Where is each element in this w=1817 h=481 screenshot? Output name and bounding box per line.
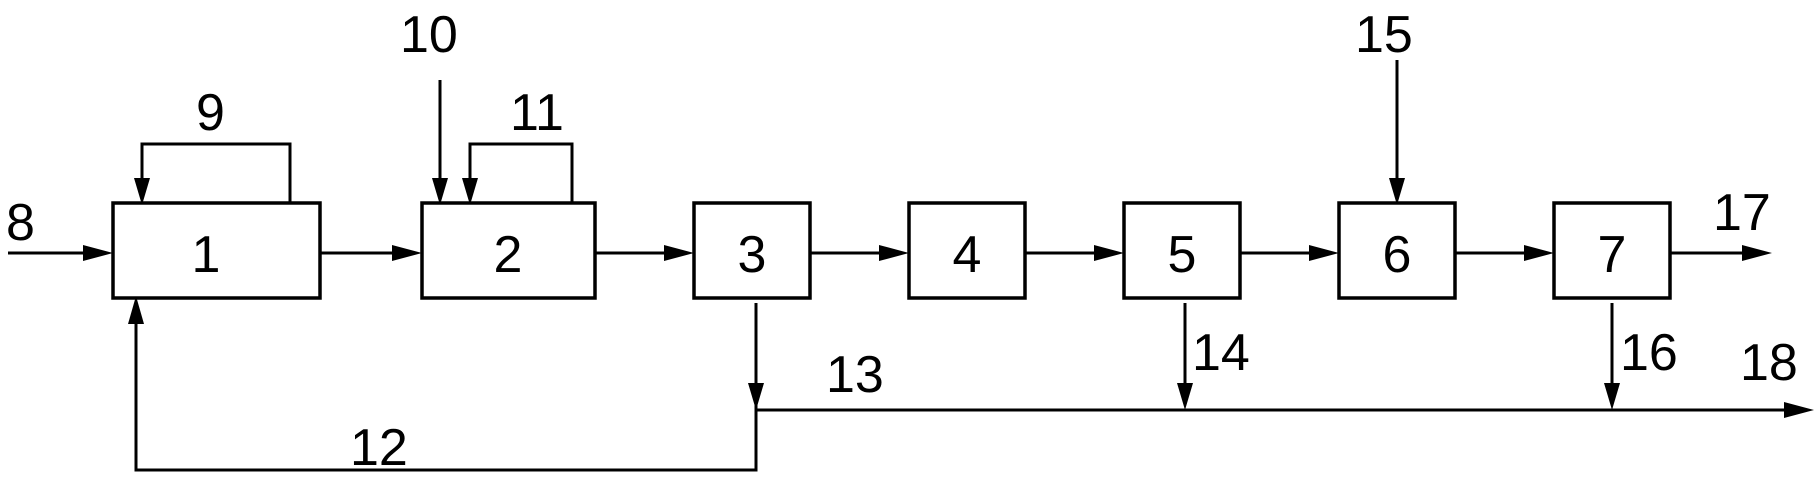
block-3-label: 3	[738, 226, 767, 284]
block-3	[692, 201, 812, 300]
arrow-down-13	[748, 383, 764, 410]
stream-13-label: 13	[826, 346, 884, 404]
stream-14-label: 14	[1192, 324, 1250, 382]
block-7-label: 7	[1598, 226, 1627, 284]
block-4-label: 4	[953, 226, 982, 284]
block-6	[1337, 201, 1457, 300]
stream-10-label: 10	[400, 6, 458, 64]
block-6-label: 6	[1383, 226, 1412, 284]
arrow-into-3	[664, 245, 694, 261]
block-2-label: 2	[494, 226, 523, 284]
stream-11-label: 11	[510, 84, 564, 142]
stream-12-label: 12	[350, 419, 408, 477]
arrow-outlet-17	[1742, 245, 1772, 261]
arrow-into-2	[392, 245, 422, 261]
arrow-into-5	[1094, 245, 1124, 261]
blocks	[111, 201, 1672, 300]
stream-17-label: 17	[1713, 184, 1771, 242]
arrow-into-7	[1524, 245, 1554, 261]
arrow-feed-10	[432, 178, 448, 205]
block-5-label: 5	[1168, 226, 1197, 284]
arrow-recycle-11	[462, 178, 478, 205]
stream-8-label: 8	[6, 194, 35, 252]
stream-16-label: 16	[1620, 324, 1678, 382]
arrow-into-6	[1309, 245, 1339, 261]
block-1	[111, 201, 322, 300]
arrow-feed-15	[1389, 178, 1405, 205]
arrow-return-12	[128, 296, 144, 324]
return-line-12	[134, 320, 758, 472]
arrowheads	[83, 178, 1814, 418]
block-5	[1122, 201, 1242, 300]
stream-15-label: 15	[1355, 6, 1413, 64]
arrow-down-16	[1604, 383, 1620, 410]
connector-lines	[8, 60, 1790, 472]
stream-18-label: 18	[1740, 334, 1798, 392]
block-4	[907, 201, 1027, 300]
arrow-down-14	[1177, 383, 1193, 410]
stream-labels: 8 9 10 11 12 13 14 15 16 17 18	[6, 6, 1798, 477]
recycle-line-9	[140, 142, 292, 203]
arrow-outlet-18	[1784, 402, 1814, 418]
block-7	[1552, 201, 1672, 300]
block-1-label: 1	[192, 226, 221, 284]
arrow-into-4	[879, 245, 909, 261]
stream-9-label: 9	[196, 84, 225, 142]
arrow-recycle-9	[134, 178, 150, 205]
arrow-into-1	[83, 245, 113, 261]
block-2	[420, 201, 597, 300]
recycle-line-11	[468, 142, 574, 203]
block-labels: 1 2 3 4 5 6 7	[192, 226, 1627, 284]
